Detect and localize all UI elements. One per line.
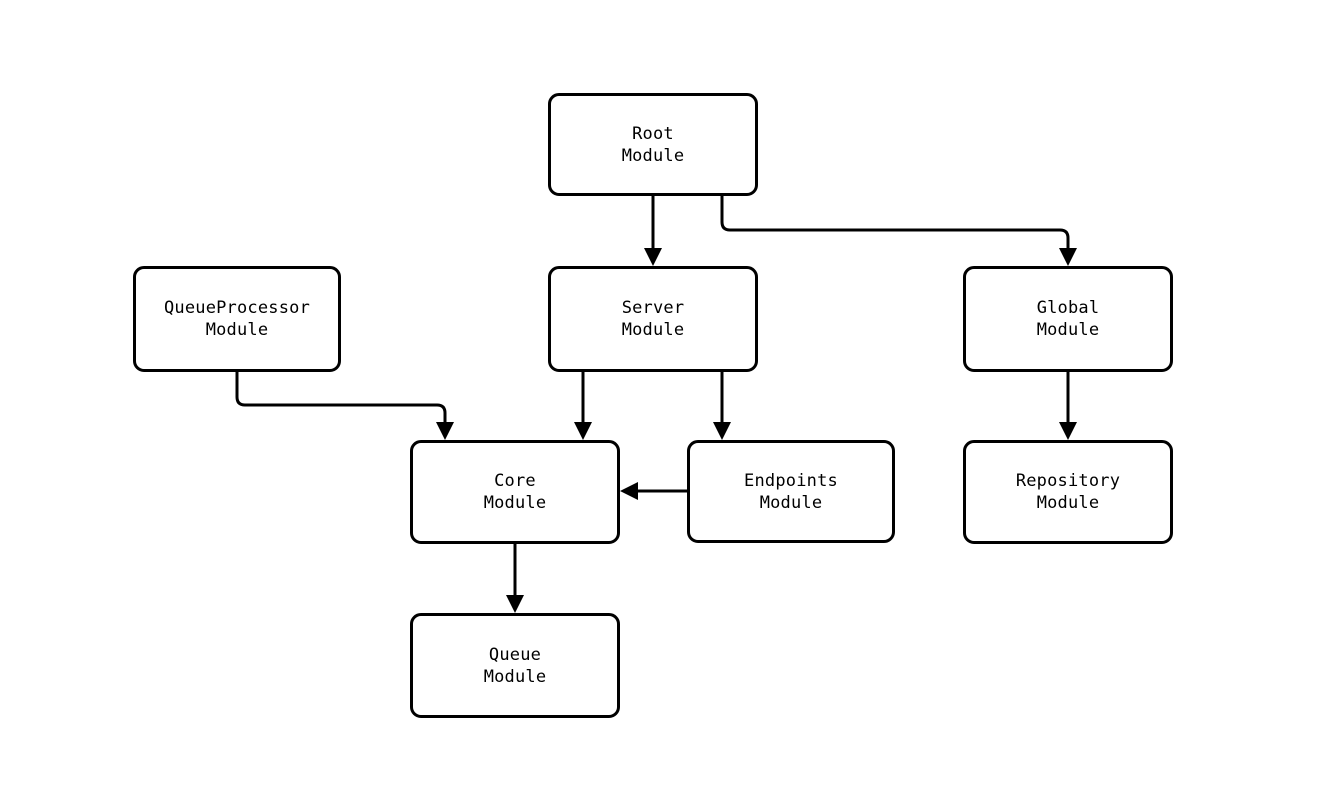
node-queueprocessor-line2: Module bbox=[205, 320, 269, 340]
node-endpoints-line1: Endpoints bbox=[744, 470, 838, 491]
node-global[interactable]: Global Module bbox=[963, 266, 1173, 372]
arrowhead-server-to-core bbox=[574, 422, 592, 440]
node-server-line1: Server bbox=[621, 298, 685, 318]
edge-global-to-repository bbox=[1059, 372, 1077, 440]
node-root-line1: Root bbox=[632, 123, 674, 144]
arrowhead-root-to-global bbox=[1059, 248, 1077, 266]
node-root-line2: Module bbox=[621, 145, 685, 166]
node-queueprocessor-line1: QueueProcessor bbox=[163, 298, 311, 318]
node-root[interactable]: Root Module bbox=[548, 93, 758, 196]
edge-server-to-endpoints bbox=[713, 372, 731, 440]
node-server[interactable]: Server Module bbox=[548, 266, 758, 372]
arrowhead-queueprocessor-to-core bbox=[436, 422, 454, 440]
node-repository-line2: Module bbox=[1036, 493, 1100, 513]
arrowhead-global-to-repository bbox=[1059, 422, 1077, 440]
arrowhead-root-to-server bbox=[644, 248, 662, 266]
node-repository[interactable]: Repository Module bbox=[963, 440, 1173, 544]
node-endpoints[interactable]: Endpoints Module bbox=[687, 440, 895, 543]
node-core-line2: Module bbox=[483, 493, 547, 513]
edge-core-to-queue bbox=[506, 544, 524, 613]
node-queue[interactable]: Queue Module bbox=[410, 613, 620, 718]
edge-endpoints-to-core bbox=[620, 482, 687, 500]
arrowhead-endpoints-to-core bbox=[620, 482, 638, 500]
edge-server-to-core bbox=[574, 372, 592, 440]
node-queue-line1: Queue bbox=[488, 644, 542, 665]
node-queueprocessor[interactable]: QueueProcessor Module bbox=[133, 266, 341, 372]
node-queue-line2: Module bbox=[483, 666, 547, 687]
node-endpoints-line2: Module bbox=[759, 492, 823, 513]
node-core-line1: Core bbox=[494, 471, 536, 491]
node-core[interactable]: Core Module bbox=[410, 440, 620, 544]
arrowhead-server-to-endpoints bbox=[713, 422, 731, 440]
edge-queueprocessor-to-core bbox=[235, 372, 454, 440]
edge-root-to-global bbox=[720, 196, 1077, 266]
arrowhead-core-to-queue bbox=[506, 595, 524, 613]
node-server-line2: Module bbox=[621, 320, 685, 340]
node-repository-line1: Repository bbox=[1015, 471, 1121, 491]
edge-root-to-server bbox=[644, 196, 662, 266]
node-global-line1: Global bbox=[1036, 298, 1100, 318]
node-global-line2: Module bbox=[1036, 320, 1100, 340]
